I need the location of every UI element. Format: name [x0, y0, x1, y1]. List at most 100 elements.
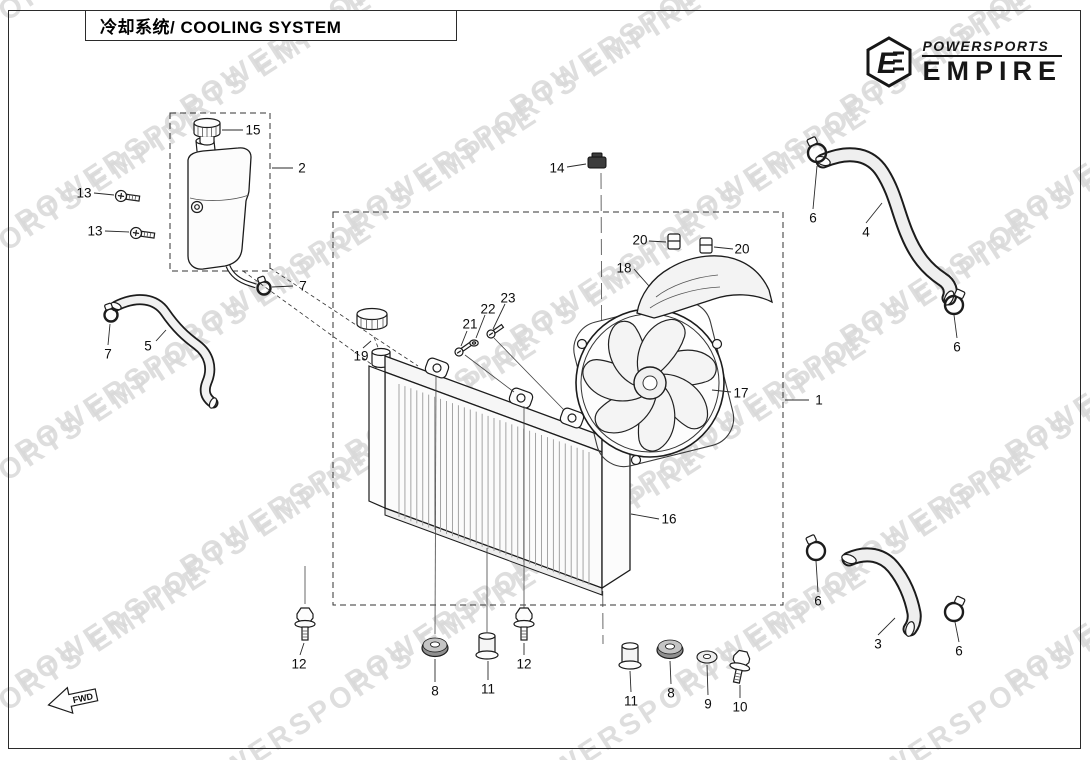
bushing-11-left	[475, 632, 499, 660]
reservoir-tank-body	[187, 147, 252, 270]
callout-5: 5	[144, 339, 152, 354]
callout-11: 11	[624, 694, 638, 709]
brand-badge-icon: E	[866, 36, 912, 88]
callout-6: 6	[953, 340, 961, 355]
fan-blade-set	[582, 318, 717, 452]
fwd-indicator: FWD	[47, 686, 99, 715]
radiator-core-fins	[398, 384, 590, 585]
screw-13-lower	[129, 226, 156, 240]
screw-13-upper	[114, 189, 141, 203]
callout-14: 14	[549, 161, 565, 176]
callout-leader-4	[865, 202, 883, 224]
callout-2: 2	[298, 161, 306, 176]
callout-13: 13	[87, 224, 102, 239]
clip-20-left	[667, 233, 681, 250]
reservoir-cap	[193, 117, 221, 146]
callout-8: 8	[667, 686, 675, 701]
radiator-bracket-2	[508, 387, 534, 409]
coolant-reservoir	[187, 117, 257, 289]
callout-leader-13	[93, 192, 115, 196]
callout-leader-6	[815, 560, 819, 593]
callout-16: 16	[661, 512, 676, 527]
callout-leader-8	[669, 660, 672, 685]
callout-leader-21	[460, 330, 468, 347]
callout-leader-18	[633, 268, 650, 287]
grommet-8-right	[656, 639, 684, 660]
reservoir-outlet	[225, 264, 257, 289]
callout-leader-7	[271, 285, 294, 288]
callout-leader-22	[475, 314, 486, 339]
callout-3: 3	[874, 637, 882, 652]
upper-radiator-hose	[815, 147, 958, 306]
callout-11: 11	[481, 682, 495, 697]
fwd-arrow-icon	[47, 686, 99, 715]
washer-9	[696, 650, 718, 664]
hose-clamp-7-tank	[256, 275, 272, 296]
callout-7: 7	[299, 279, 307, 294]
callout-leader-12	[299, 642, 305, 656]
brand-logo: E POWERSPORTS EMPIRE	[866, 36, 1062, 88]
mounting-axis-lines	[304, 337, 565, 635]
bolt-10	[729, 649, 751, 684]
brand-name-top: POWERSPORTS	[922, 38, 1062, 57]
callout-15: 15	[245, 123, 260, 138]
radiator-assembly-dashed-box	[332, 211, 784, 606]
callout-leader-14	[566, 163, 587, 168]
callout-leader-5	[155, 329, 167, 342]
callout-17: 17	[733, 386, 748, 401]
callout-19: 19	[353, 349, 368, 364]
callout-leader-16	[630, 513, 660, 520]
radiator-bracket-3	[559, 407, 585, 429]
title-box: 冷却系统/ COOLING SYSTEM	[85, 10, 457, 41]
callout-10: 10	[732, 700, 747, 715]
washer-22	[469, 339, 479, 347]
callout-leader-6	[812, 165, 818, 210]
callout-20: 20	[632, 233, 647, 248]
callout-leader-6	[953, 314, 958, 339]
callout-23: 23	[500, 291, 515, 306]
brand-name-bottom: EMPIRE	[922, 55, 1062, 86]
callout-leader-19	[362, 340, 372, 349]
hose-clamp-6-upper-right	[943, 288, 966, 316]
callout-1: 1	[815, 393, 823, 408]
screw-23	[486, 323, 505, 339]
callout-21: 21	[462, 317, 477, 332]
radiator	[368, 355, 631, 596]
callout-20: 20	[734, 242, 749, 257]
callout-leader-20	[713, 246, 734, 250]
assembly-boundaries	[169, 112, 784, 606]
bolt-12-right	[513, 607, 535, 641]
hose-clamp-6-upper-left	[806, 136, 828, 164]
lower-radiator-hose	[841, 547, 922, 637]
callout-6: 6	[955, 644, 963, 659]
radiator-left-tank	[368, 365, 386, 509]
clip-20-right	[699, 237, 713, 254]
callout-6: 6	[809, 211, 817, 226]
bolt-12-left	[294, 607, 316, 641]
fan-shroud-cover	[636, 255, 773, 319]
callout-leader-6	[954, 621, 960, 643]
callout-22: 22	[480, 302, 495, 317]
callout-7: 7	[104, 347, 112, 362]
callout-9: 9	[704, 697, 712, 712]
hose-clamp-6-lower-left	[805, 534, 827, 562]
callout-leader-11	[629, 670, 632, 693]
hose-clamp-6-lower-right	[943, 595, 966, 623]
brand-text: POWERSPORTS EMPIRE	[922, 38, 1062, 87]
callout-leader-9	[706, 664, 709, 696]
callout-leader-23	[492, 303, 506, 330]
callout-18: 18	[616, 261, 631, 276]
callout-8: 8	[431, 684, 439, 699]
reservoir-overflow-hose	[110, 294, 219, 409]
callout-4: 4	[862, 225, 870, 240]
logo-monogram: E	[877, 47, 898, 80]
cooling-fan	[573, 300, 735, 468]
bushing-11-right	[618, 642, 642, 670]
callout-leader-13	[104, 230, 130, 233]
callout-leader-20	[648, 240, 667, 243]
fwd-label: FWD	[72, 691, 95, 705]
callout-leader-3	[877, 617, 896, 636]
page-title: 冷却系统/ COOLING SYSTEM	[100, 18, 342, 37]
